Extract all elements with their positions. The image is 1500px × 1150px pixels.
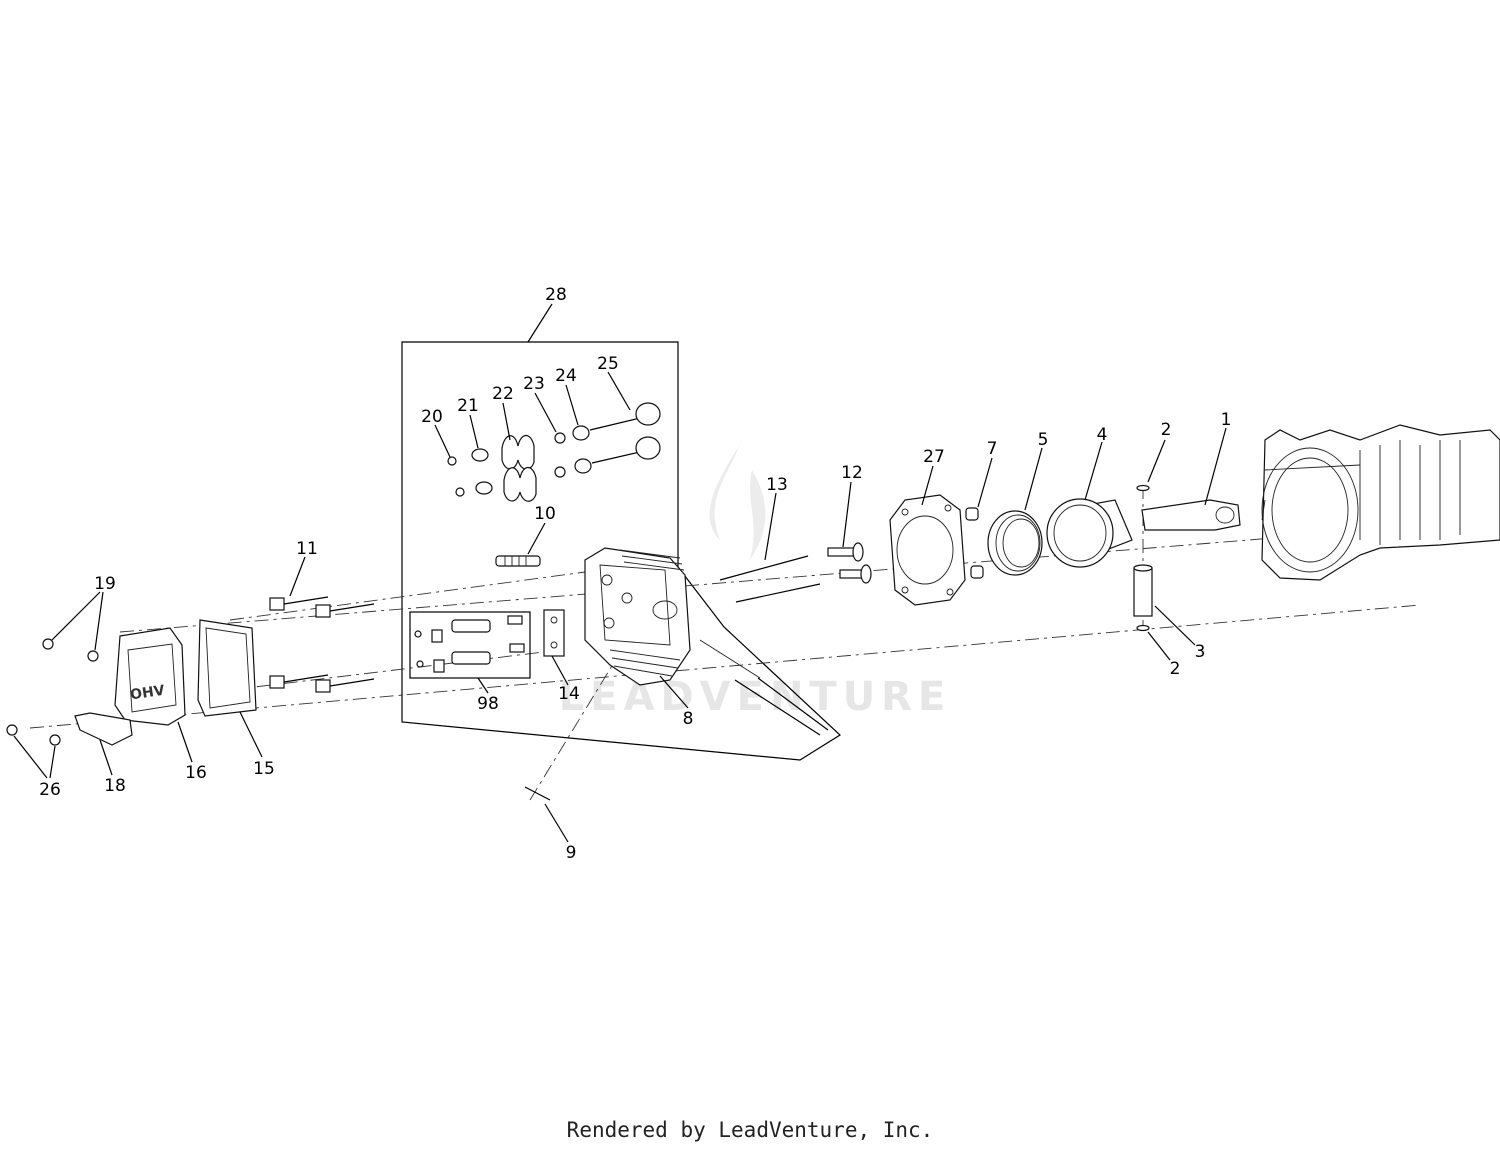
dowel-pin-bottom [970, 565, 984, 579]
rocker-arm-kit [409, 611, 531, 679]
watermark-flame-icon [709, 445, 740, 540]
callout-8: 8 [683, 709, 694, 729]
circlip-bottom [1136, 624, 1150, 632]
callout-2-top: 2 [1161, 420, 1172, 440]
engine-block [1261, 424, 1500, 581]
cover-screw-19a [42, 638, 54, 650]
rendered-by-footer: Rendered by LeadVenture, Inc. [566, 1118, 934, 1142]
callout-11: 11 [296, 539, 318, 559]
callout-22: 22 [492, 384, 514, 404]
callout-25: 25 [597, 354, 619, 374]
piston-rings [987, 510, 1043, 576]
piston-pin [1133, 567, 1153, 617]
callout-13: 13 [766, 475, 788, 495]
watermark-text: LEADVENTURE [559, 674, 952, 720]
callout-leaders [13, 303, 1227, 843]
callout-10: 10 [534, 504, 556, 524]
tappets [827, 542, 872, 584]
callout-19: 19 [94, 574, 116, 594]
connecting-rod [1141, 499, 1241, 531]
intake-gasket [524, 786, 551, 801]
valve-train-upper [447, 402, 661, 470]
callout-20: 20 [421, 407, 443, 427]
callout-15: 15 [253, 759, 275, 779]
callout-1: 1 [1221, 410, 1232, 430]
circlip-top [1136, 484, 1150, 492]
head-gasket [889, 494, 966, 606]
push-rods [719, 555, 821, 603]
valve-train-lower [455, 436, 661, 502]
callout-21: 21 [457, 396, 479, 416]
head-bolts [269, 596, 375, 693]
callout-18: 18 [104, 776, 126, 796]
callout-23: 23 [523, 374, 545, 394]
kit-28-outline [401, 341, 841, 761]
callout-7: 7 [987, 439, 998, 459]
callout-27: 27 [923, 447, 945, 467]
valve-cover: OHV [114, 627, 186, 726]
valve-cover-gasket [197, 619, 257, 717]
callout-3: 3 [1195, 642, 1206, 662]
breather-bracket [74, 712, 133, 746]
callout-5: 5 [1038, 430, 1049, 450]
callout-98: 98 [477, 694, 499, 714]
callout-9: 9 [566, 843, 577, 863]
callout-4: 4 [1097, 425, 1108, 445]
watermark: LEADVENTURE [559, 445, 952, 720]
cover-screw-19b [87, 650, 99, 662]
callout-2-bottom: 2 [1170, 659, 1181, 679]
callout-24: 24 [555, 366, 577, 386]
callout-12: 12 [841, 463, 863, 483]
piston [1046, 498, 1133, 568]
callout-labels: 28 25 24 23 22 21 20 10 13 12 27 7 5 4 2… [39, 285, 1231, 863]
callout-26: 26 [39, 780, 61, 800]
callout-14: 14 [558, 684, 580, 704]
push-rod-guide-plate [543, 609, 565, 657]
head-studs [699, 639, 829, 736]
spark-plug [495, 555, 541, 567]
dowel-pin-top [965, 507, 979, 521]
bracket-screw-26a [6, 724, 18, 736]
callout-16: 16 [185, 763, 207, 783]
bracket-screw-26b [49, 734, 61, 746]
valve-cover-logo: OHV [129, 683, 166, 704]
callout-28: 28 [545, 285, 567, 305]
cylinder-head [584, 547, 691, 686]
